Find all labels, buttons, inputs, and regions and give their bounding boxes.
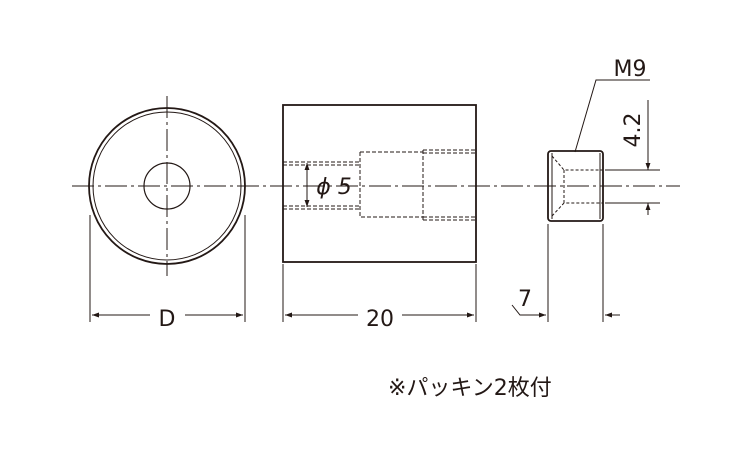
end-view: [88, 107, 246, 265]
dim-bore: ϕ 5: [316, 175, 352, 200]
dim-length: 20: [366, 307, 394, 332]
side-view: [282, 104, 477, 263]
dim-thread-depth: 4.2: [621, 113, 646, 148]
dim-diameter: D: [159, 307, 176, 332]
dim-cap-length: 7: [518, 287, 532, 312]
plug-screw: [547, 79, 660, 222]
dimension-lines: [89, 215, 620, 322]
note-packing: ※パッキン2枚付: [388, 376, 552, 401]
dim-thread: M9: [614, 57, 647, 82]
